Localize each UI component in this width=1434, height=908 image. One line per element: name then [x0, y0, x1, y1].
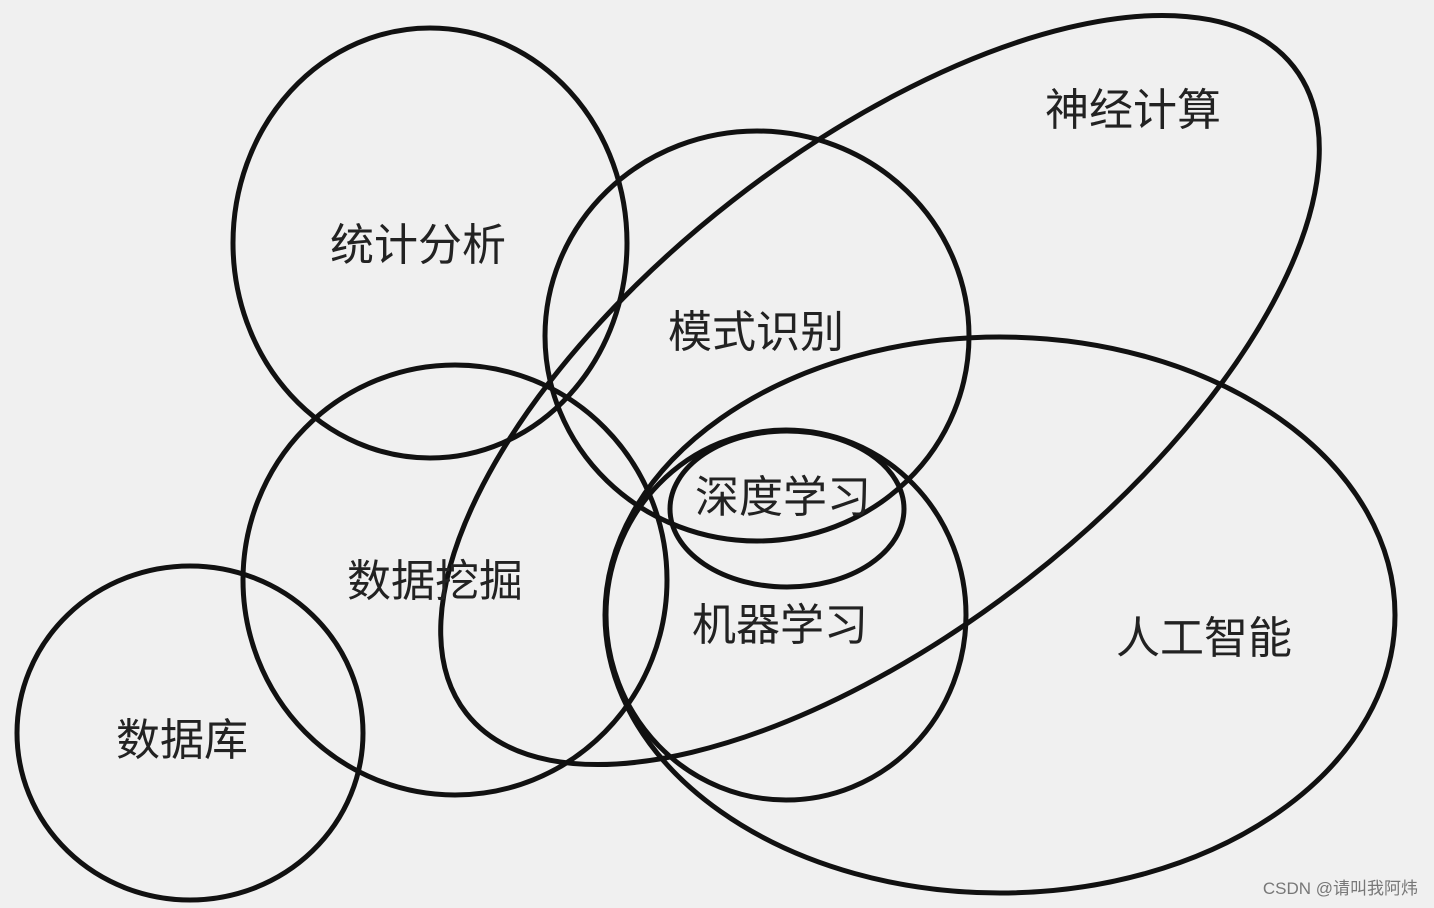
data-mining-label: 数据挖掘: [347, 556, 523, 607]
statistics-circle: [230, 25, 630, 461]
data-mining-circle: [240, 362, 670, 798]
deep-learning-ellipse: [667, 428, 907, 590]
database-circle: [14, 563, 366, 903]
database-label: 数据库: [116, 715, 248, 766]
artificial-intelligence-label: 人工智能: [1116, 613, 1292, 664]
neural-computing-label: 神经计算: [1045, 85, 1221, 136]
deep-learning-label: 深度学习: [695, 472, 871, 523]
neural-computing-ellipse: [438, 13, 1322, 767]
machine-learning-label: 机器学习: [692, 600, 868, 651]
statistics-label: 统计分析: [330, 220, 506, 271]
csdn-watermark: CSDN @请叫我阿炜: [1263, 879, 1418, 898]
pattern-recognition-label: 模式识别: [668, 307, 844, 358]
